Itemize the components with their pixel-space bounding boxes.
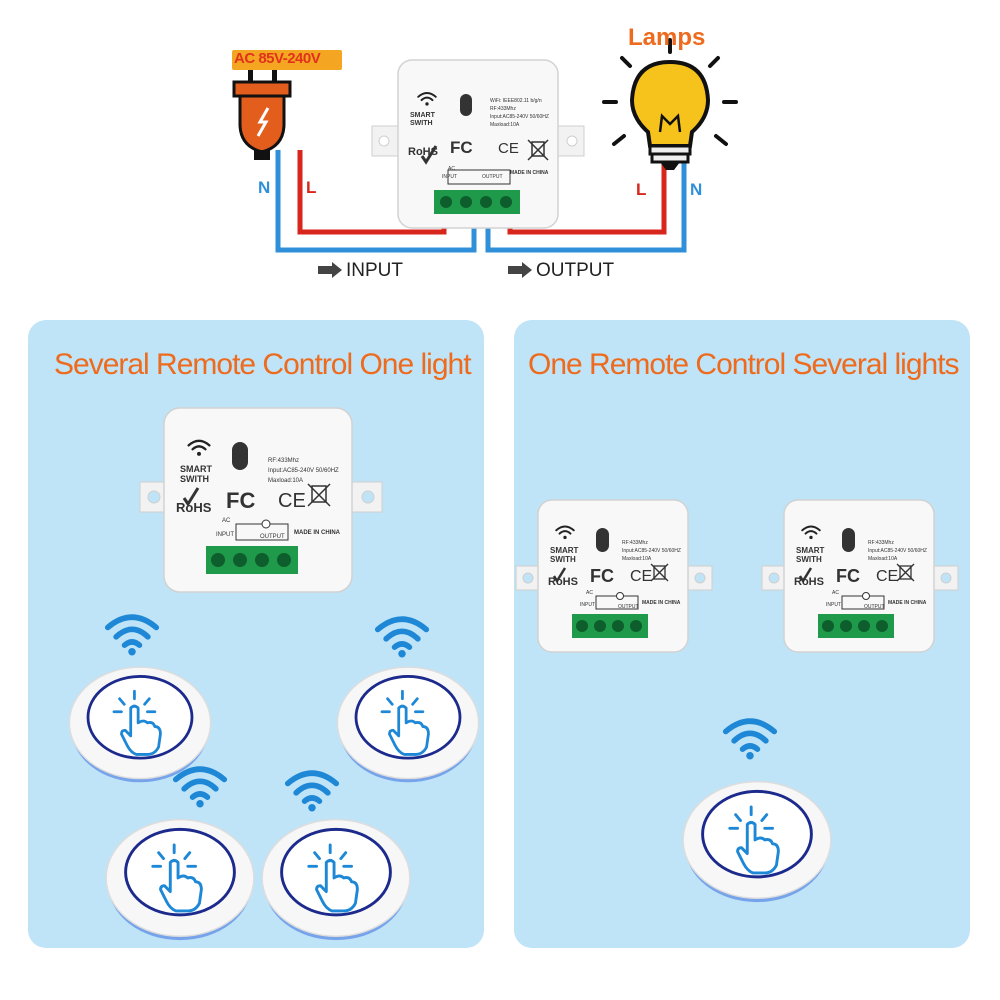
spec-line: RF:433Mhz bbox=[622, 540, 648, 546]
right-device-1-text: SMART SWITH RF:433Mhz Input:AC85-240V 50… bbox=[538, 500, 688, 652]
top-device-text: SMART SWITH WiFi: IEEE802.11 b/g/n RF:43… bbox=[398, 60, 558, 228]
wire-label-n-left: N bbox=[258, 178, 271, 197]
made-in-label: MADE IN CHINA bbox=[642, 600, 681, 606]
spec-line: Input:AC85-240V 50/60HZ bbox=[622, 548, 681, 554]
spec-line: Maxload:10A bbox=[868, 556, 898, 562]
ce-mark: CE bbox=[630, 568, 653, 585]
remote-button-5 bbox=[681, 780, 833, 904]
spec-line: Maxload:10A bbox=[490, 122, 520, 128]
ac-label: AC bbox=[448, 166, 455, 172]
wiring-diagram bbox=[0, 0, 1000, 300]
spec-line: RF:433Mhz bbox=[490, 106, 516, 112]
fc-mark: FC bbox=[450, 138, 473, 157]
smart-switch-top bbox=[371, 59, 585, 229]
smart-switch-right-1 bbox=[515, 499, 713, 653]
rohs-mark: RoHS bbox=[548, 576, 578, 588]
spec-line: Maxload:10A bbox=[268, 478, 304, 484]
check-icon bbox=[798, 567, 813, 584]
brand-line1: SMART bbox=[410, 112, 435, 119]
ce-mark: CE bbox=[278, 490, 306, 512]
brand-line2: SWITH bbox=[410, 120, 433, 127]
plug-icon bbox=[232, 64, 292, 160]
check-icon bbox=[420, 145, 438, 165]
spec-line: RF:433Mhz bbox=[268, 458, 300, 464]
wifi-icon bbox=[726, 721, 775, 759]
lamps-label: Lamps bbox=[628, 24, 706, 51]
bulb-output-icon bbox=[261, 519, 271, 529]
spec-line: WiFi: IEEE802.11 b/g/n bbox=[490, 98, 542, 104]
power-label-text: AC 85V-240V bbox=[234, 50, 321, 67]
brand-line1: SMART bbox=[180, 464, 212, 474]
weee-bin-icon bbox=[527, 139, 549, 161]
remote-button-2 bbox=[335, 665, 481, 784]
panel-title-left: Several Remote Control One light bbox=[54, 348, 472, 381]
fc-mark: FC bbox=[836, 566, 860, 586]
rohs-mark: RoHS bbox=[408, 146, 438, 158]
check-icon bbox=[552, 567, 567, 584]
brand-line2: SWITH bbox=[180, 474, 209, 484]
ac-label: AC bbox=[586, 590, 593, 596]
ce-mark: CE bbox=[876, 568, 899, 585]
brand-line2: SWITH bbox=[796, 555, 822, 564]
made-in-label: MADE IN CHINA bbox=[294, 530, 340, 536]
input-label: INPUT bbox=[346, 260, 403, 281]
remote-button-4 bbox=[260, 818, 412, 942]
spec-line: Input:AC85-240V 50/60HZ bbox=[268, 468, 339, 474]
output-label: OUTPUT bbox=[536, 260, 615, 281]
wifi-icon bbox=[378, 619, 427, 657]
wire-n-input bbox=[275, 150, 477, 253]
power-label bbox=[232, 50, 342, 70]
wire-n-output bbox=[485, 160, 687, 253]
right-device-2-text: SMART SWITH RF:433Mhz Input:AC85-240V 50… bbox=[784, 500, 934, 652]
made-in-label: MADE IN CHINA bbox=[510, 170, 549, 176]
arrow-right-icon bbox=[508, 262, 532, 278]
weee-bin-icon bbox=[896, 563, 915, 582]
lamp-icon bbox=[602, 38, 738, 170]
ce-mark: CE bbox=[498, 140, 519, 157]
output-terminal-label: OUTPUT bbox=[260, 534, 285, 540]
remote-button-1 bbox=[67, 665, 213, 784]
wiring-diagram-svg bbox=[232, 38, 738, 278]
spec-line: RF:433Mhz bbox=[868, 540, 894, 546]
left-device-text: SMART SWITH RF:433Mhz Input:AC85-240V 50… bbox=[164, 408, 352, 592]
input-terminal-label: INPUT bbox=[826, 602, 841, 608]
brand-line1: SMART bbox=[796, 546, 825, 555]
bulb-output-icon bbox=[616, 592, 624, 600]
spec-line: Input:AC85-240V 50/60HZ bbox=[490, 114, 549, 120]
ac-label: AC bbox=[222, 518, 231, 524]
rohs-mark: RoHS bbox=[794, 576, 824, 588]
weee-bin-icon bbox=[650, 563, 669, 582]
output-terminal-label: OUTPUT bbox=[618, 604, 639, 610]
fc-mark: FC bbox=[590, 566, 614, 586]
spec-line: Maxload:10A bbox=[622, 556, 652, 562]
wire-label-n-right: N bbox=[690, 180, 703, 199]
fc-mark: FC bbox=[226, 488, 256, 513]
arrow-right-icon bbox=[318, 262, 342, 278]
wire-label-l-right: L bbox=[636, 180, 647, 199]
smart-switch-right-2 bbox=[761, 499, 959, 653]
spec-line: Input:AC85-240V 50/60HZ bbox=[868, 548, 927, 554]
bulb-output-icon bbox=[862, 592, 870, 600]
ac-label: AC bbox=[832, 590, 839, 596]
input-terminal-label: INPUT bbox=[216, 532, 234, 538]
rohs-mark: RoHS bbox=[176, 500, 212, 515]
input-terminal-label: INPUT bbox=[580, 602, 595, 608]
output-terminal-label: OUTPUT bbox=[482, 174, 503, 180]
brand-line1: SMART bbox=[550, 546, 579, 555]
made-in-label: MADE IN CHINA bbox=[888, 600, 927, 606]
check-icon bbox=[182, 487, 200, 507]
input-terminal-label: INPUT bbox=[442, 174, 457, 180]
smart-switch-left bbox=[139, 407, 383, 593]
wifi-icon bbox=[176, 769, 225, 807]
wire-label-l-left: L bbox=[306, 178, 317, 197]
output-terminal-label: OUTPUT bbox=[864, 604, 885, 610]
wifi-icon bbox=[288, 773, 337, 811]
remote-button-3 bbox=[104, 818, 256, 942]
weee-bin-icon bbox=[307, 483, 331, 507]
wifi-icon bbox=[108, 617, 157, 655]
brand-line2: SWITH bbox=[550, 555, 576, 564]
panel-title-right: One Remote Control Several lights bbox=[528, 348, 960, 381]
